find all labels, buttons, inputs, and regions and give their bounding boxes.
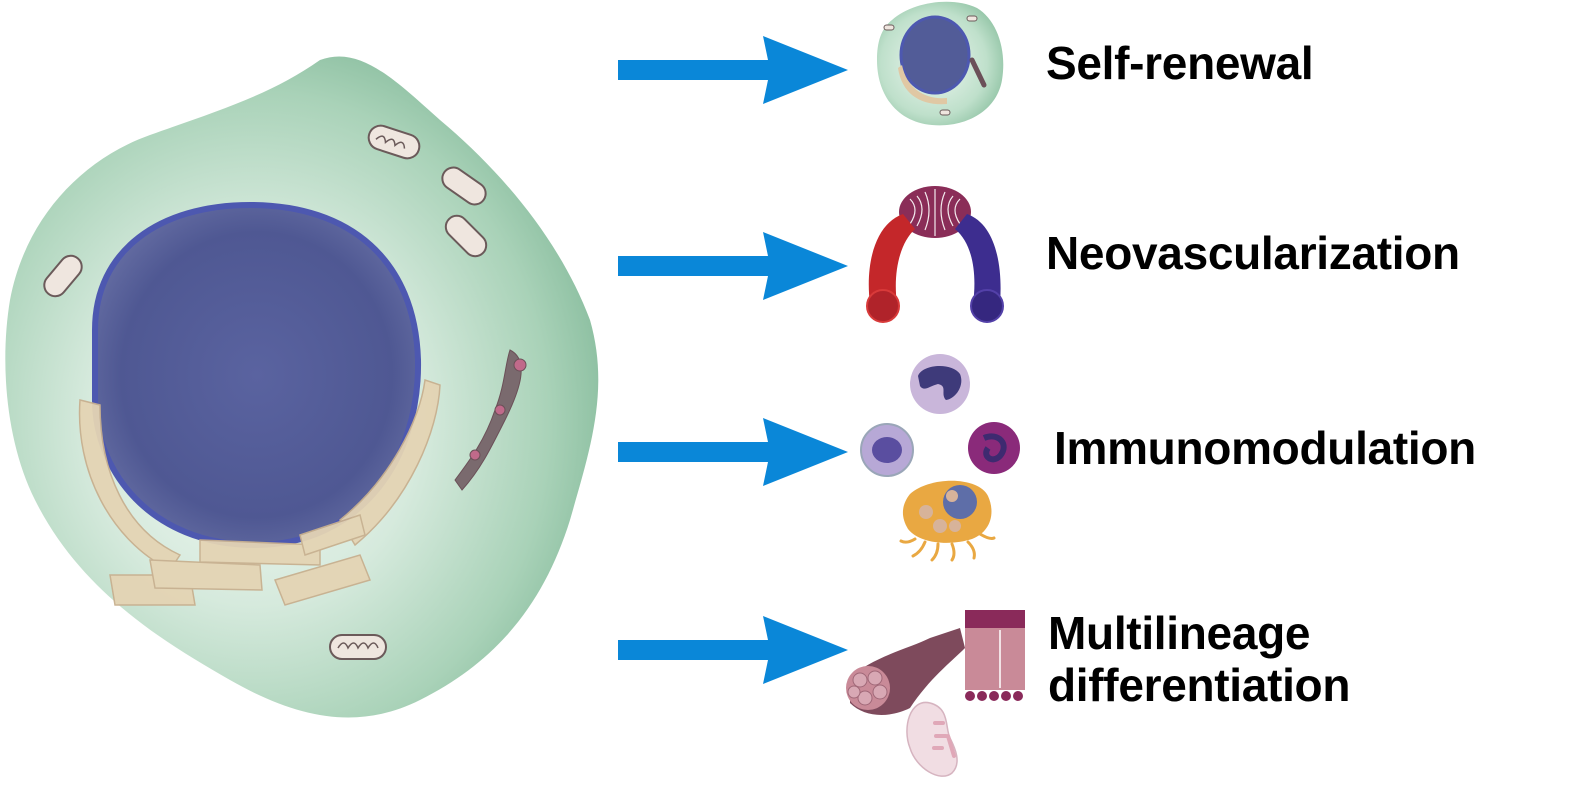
nucleus	[92, 201, 422, 549]
outcome-label-self-renewal: Self-renewal	[1046, 37, 1314, 89]
arrow-icon	[618, 36, 848, 104]
outcome-label-multilineage-differentiation: Multilineage differentiation	[1048, 607, 1351, 711]
outcome-label-neovascularization: Neovascularization	[1046, 227, 1460, 279]
immune-cells-icon	[860, 354, 1020, 562]
stem-cell-icon	[877, 1, 1004, 126]
arrow-icon	[618, 418, 848, 486]
blood-vessel-icon	[866, 186, 1004, 323]
mesenchymal-stem-cell-icon	[5, 56, 599, 718]
outcome-label-line-1: Multilineage	[1048, 607, 1311, 659]
tissues-icon	[846, 610, 1025, 777]
arrow-icon	[618, 232, 848, 300]
arrow-icon	[618, 616, 848, 684]
golgi-apparatus	[454, 349, 527, 491]
outcome-label-immunomodulation: Immunomodulation	[1054, 422, 1476, 474]
endoplasmic-reticulum	[78, 378, 441, 606]
outcome-label-line-2: differentiation	[1048, 658, 1351, 711]
